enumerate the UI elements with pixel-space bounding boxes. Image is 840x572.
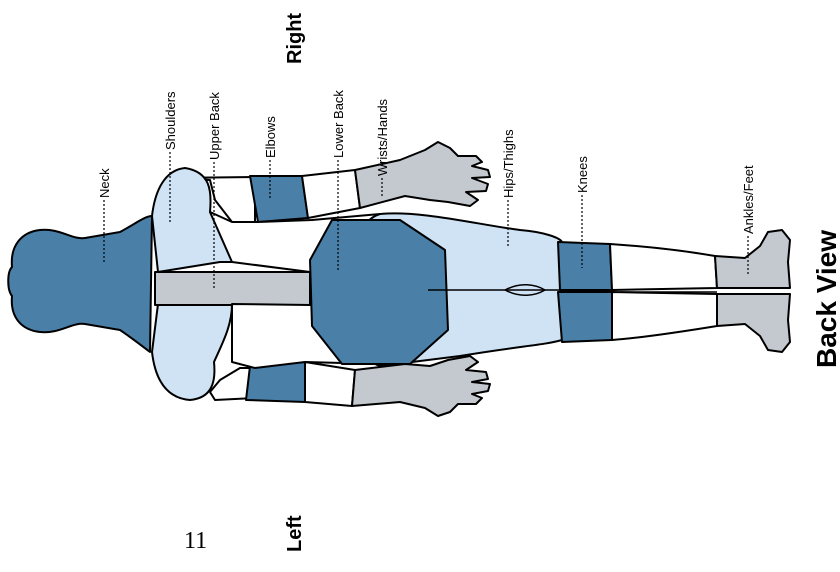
region-lower-back xyxy=(310,220,448,364)
label-lower-back: Lower Back xyxy=(331,90,346,158)
region-knee-right xyxy=(558,242,612,290)
region-upper-back xyxy=(155,272,310,305)
region-ankle-foot-right xyxy=(715,230,790,288)
label-neck: Neck xyxy=(97,168,112,198)
label-wrists-hands: Wrists/Hands xyxy=(375,98,390,176)
page-number: 11 xyxy=(184,528,234,555)
view-title: Back View xyxy=(811,230,840,368)
left-forearm xyxy=(305,362,355,406)
label-knees: Knees xyxy=(575,156,590,193)
lower-leg-left xyxy=(612,292,717,340)
region-right-elbow xyxy=(250,176,308,222)
label-shoulders: Shoulders xyxy=(163,91,178,150)
label-elbows: Elbows xyxy=(263,116,278,158)
right-forearm xyxy=(302,170,360,218)
region-neck xyxy=(8,216,152,352)
label-upper-back: Upper Back xyxy=(207,92,222,160)
label-ankles-feet: Ankles/Feet xyxy=(741,165,756,234)
left-side-label: Left xyxy=(284,515,306,552)
label-hips-thighs: Hips/Thighs xyxy=(501,129,516,198)
region-knee-left xyxy=(558,292,612,342)
region-ankle-foot-left xyxy=(717,294,790,352)
lower-leg-right xyxy=(610,244,717,290)
right-side-label: Right xyxy=(284,13,306,64)
